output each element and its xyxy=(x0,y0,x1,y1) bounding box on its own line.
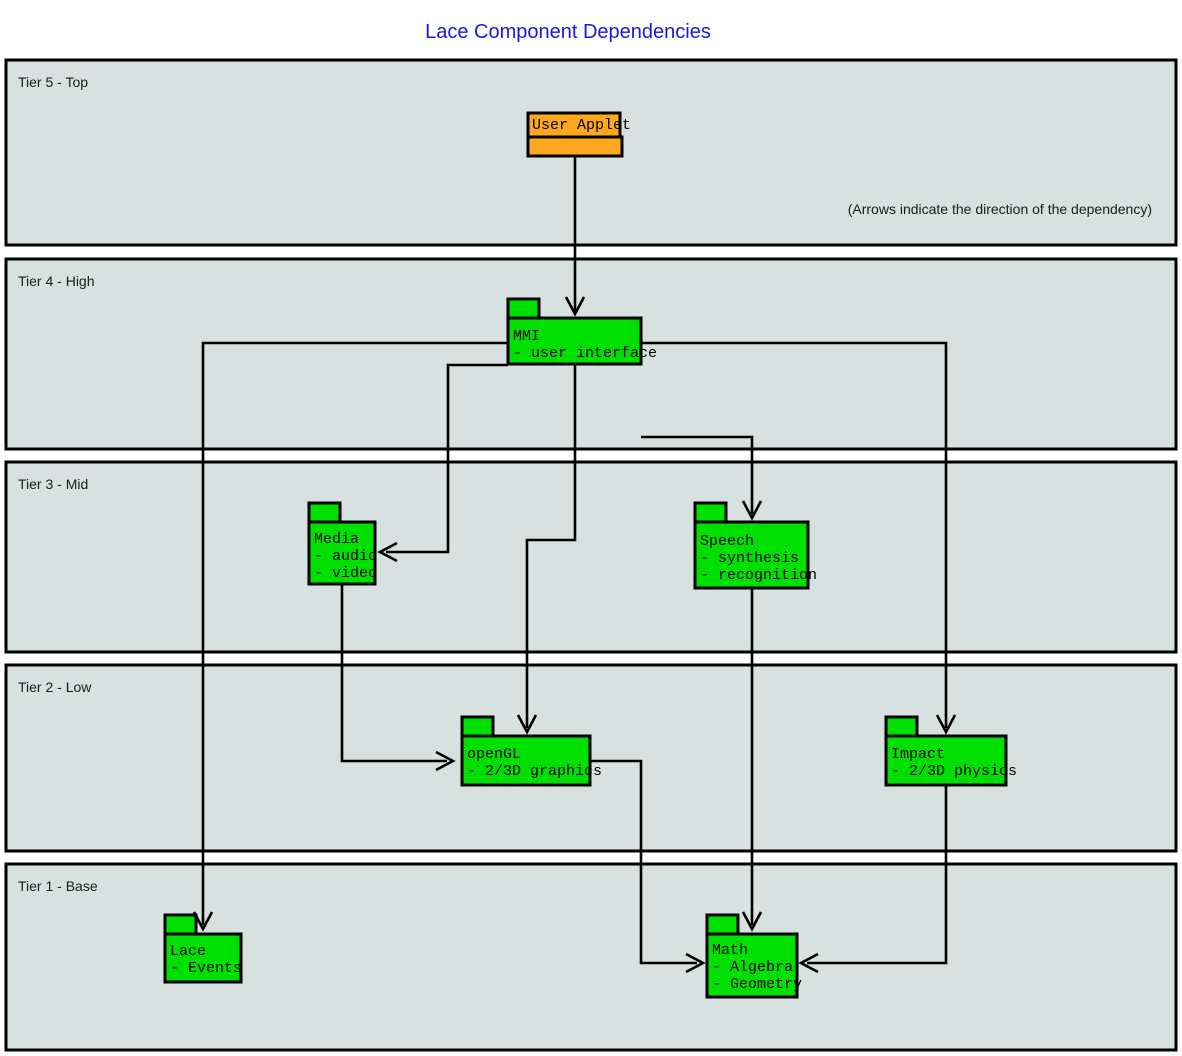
tier-tier3: Tier 3 - Mid xyxy=(4,460,1178,654)
package-name: Math xyxy=(712,942,748,959)
package-detail-line: - recognition xyxy=(700,567,817,584)
edge-mmi-to-media xyxy=(377,363,508,563)
package-detail-line: - Geometry xyxy=(712,976,802,993)
tier-background xyxy=(4,460,1178,654)
edge-line xyxy=(525,364,577,728)
package-name: Media xyxy=(314,531,359,548)
package-name: openGL xyxy=(467,746,521,763)
package-opengl[interactable]: openGL- 2/3D graphics xyxy=(460,715,602,787)
arrowhead-icon xyxy=(798,952,819,974)
package-user-applet[interactable]: User Applet xyxy=(526,111,631,158)
tier-label: Tier 1 - Base xyxy=(18,878,98,894)
arrowhead-icon xyxy=(435,750,456,772)
edge-line xyxy=(340,584,447,763)
package-lace[interactable]: Lace- Events xyxy=(163,913,243,984)
package-body xyxy=(526,135,624,158)
edge-line xyxy=(201,341,508,925)
tier-label: Tier 2 - Low xyxy=(18,679,92,695)
edge-mmi-to-speech xyxy=(641,435,763,521)
arrowhead-icon xyxy=(685,952,706,974)
arrowhead-icon xyxy=(564,296,586,317)
edge-impact-to-math xyxy=(798,785,948,974)
package-body xyxy=(163,932,243,984)
package-media[interactable]: Media- audio- video xyxy=(307,501,377,586)
package-detail-line: - Events xyxy=(170,960,242,977)
package-detail-line: - video xyxy=(314,565,377,582)
arrowhead-icon xyxy=(741,500,763,521)
package-tab xyxy=(693,501,728,524)
package-tab xyxy=(705,913,740,936)
package-tab xyxy=(460,715,495,738)
package-body xyxy=(693,520,810,590)
arrowhead-icon xyxy=(377,541,398,563)
package-tab xyxy=(526,111,622,139)
tier-label: Tier 5 - Top xyxy=(18,74,88,90)
arrowhead-icon xyxy=(935,714,957,735)
edge-line xyxy=(641,341,948,728)
package-name: Speech xyxy=(700,533,754,550)
page-title: Lace Component Dependencies xyxy=(425,21,711,43)
tier-label: Tier 4 - High xyxy=(18,273,95,289)
edge-user-applet-to-mmi xyxy=(564,156,586,317)
tier-background xyxy=(4,257,1178,451)
package-detail-line: - synthesis xyxy=(700,550,799,567)
edge-line xyxy=(386,363,508,554)
package-name: Lace xyxy=(170,943,206,960)
package-detail-line: - user interface xyxy=(513,345,657,362)
arrow-direction-note: (Arrows indicate the direction of the de… xyxy=(848,201,1152,217)
edge-mmi-to-opengl xyxy=(516,364,577,735)
tier-tier4: Tier 4 - High xyxy=(4,257,1178,451)
package-tab xyxy=(506,297,541,320)
package-impact[interactable]: Impact- 2/3D physics xyxy=(884,715,1017,787)
package-body xyxy=(307,520,377,586)
arrowhead-icon xyxy=(741,911,763,932)
text-group: Lace Component Dependencies (Arrows indi… xyxy=(425,21,1152,217)
package-name: MMI xyxy=(513,328,540,345)
package-body xyxy=(460,734,592,787)
edge-media-to-opengl xyxy=(340,584,456,772)
edge-group xyxy=(192,156,957,974)
package-tab xyxy=(307,501,342,524)
package-body xyxy=(884,734,1008,787)
edge-mmi-to-impact xyxy=(641,341,957,735)
package-math[interactable]: Math- Algebra- Geometry xyxy=(705,913,802,999)
edge-line xyxy=(807,785,948,965)
package-tab xyxy=(163,913,198,936)
package-speech[interactable]: Speech- synthesis- recognition xyxy=(693,501,817,590)
tier-label: Tier 3 - Mid xyxy=(18,476,88,492)
package-name: User Applet xyxy=(532,117,631,134)
package-detail-line: - audio xyxy=(314,548,377,565)
package-tab xyxy=(884,715,919,738)
edge-line xyxy=(641,435,754,514)
package-detail-line: - 2/3D physics xyxy=(891,763,1017,780)
edge-opengl-to-math xyxy=(590,759,706,974)
edge-line xyxy=(590,759,697,965)
package-detail-line: - Algebra xyxy=(712,959,793,976)
arrowhead-icon xyxy=(516,714,538,735)
package-name: Impact xyxy=(891,746,945,763)
package-mmi[interactable]: MMI- user interface xyxy=(506,297,657,366)
package-detail-line: - 2/3D graphics xyxy=(467,763,602,780)
package-body xyxy=(506,316,643,366)
edge-speech-to-math xyxy=(741,588,763,932)
package-body xyxy=(705,932,799,999)
